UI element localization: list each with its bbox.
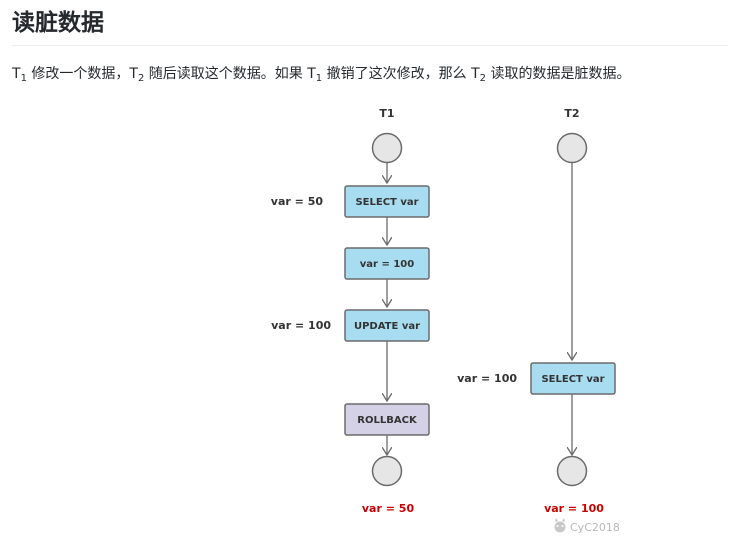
t1-end-node: [371, 455, 403, 487]
t1-rollback-box: [344, 403, 430, 436]
t2-start-node: [556, 132, 588, 164]
t2-subscript-second: 2: [479, 73, 487, 84]
watermark-logo-icon: [554, 518, 566, 533]
t2-select-value-label: var = 100: [457, 372, 517, 385]
t1-update-label: UPDATE var: [354, 321, 420, 332]
t1-subscript-second: 1: [315, 73, 323, 84]
t1-subscript: 1: [20, 73, 27, 84]
t2-symbol-second: T: [471, 66, 480, 82]
t2-end-node: [556, 455, 588, 487]
t1-select-box: [344, 185, 430, 218]
t1-assign-label: var = 100: [360, 259, 414, 270]
t2-symbol: T: [129, 66, 138, 82]
t1-result-label: var = 50: [362, 502, 415, 515]
t2-result-label: var = 100: [544, 502, 604, 515]
t2-subscript: 2: [137, 73, 145, 84]
lane-label-t1: T1: [379, 107, 394, 120]
watermark-text: CyC2018: [570, 521, 620, 534]
t1-select-value-label: var = 50: [271, 195, 324, 208]
description-part-1: 修改一个数据，: [26, 66, 130, 82]
page-title: 读脏数据: [12, 10, 104, 36]
t1-select-label: SELECT var: [355, 197, 418, 208]
t1-start-node: [371, 132, 403, 164]
description-paragraph: T1 修改一个数据，T2 随后读取这个数据。如果 T1 撤销了这次修改，那么 T…: [12, 63, 728, 85]
t1-symbol: T: [12, 66, 21, 82]
description-part-3: 撤销了这次修改，那么: [322, 66, 472, 82]
t2-select-box: [530, 362, 616, 395]
t1-symbol-second: T: [307, 66, 316, 82]
t1-rollback-label: ROLLBACK: [357, 415, 418, 426]
title-divider: [12, 45, 728, 46]
description-part-2: 随后读取这个数据。如果: [144, 66, 308, 82]
t1-update-value-label: var = 100: [271, 319, 331, 332]
description-part-4: 读取的数据是脏数据。: [486, 66, 631, 82]
t1-update-box: [344, 309, 430, 342]
t2-select-label: SELECT var: [541, 374, 604, 385]
lane-label-t2: T2: [564, 107, 579, 120]
t1-assign-box: [344, 247, 430, 280]
